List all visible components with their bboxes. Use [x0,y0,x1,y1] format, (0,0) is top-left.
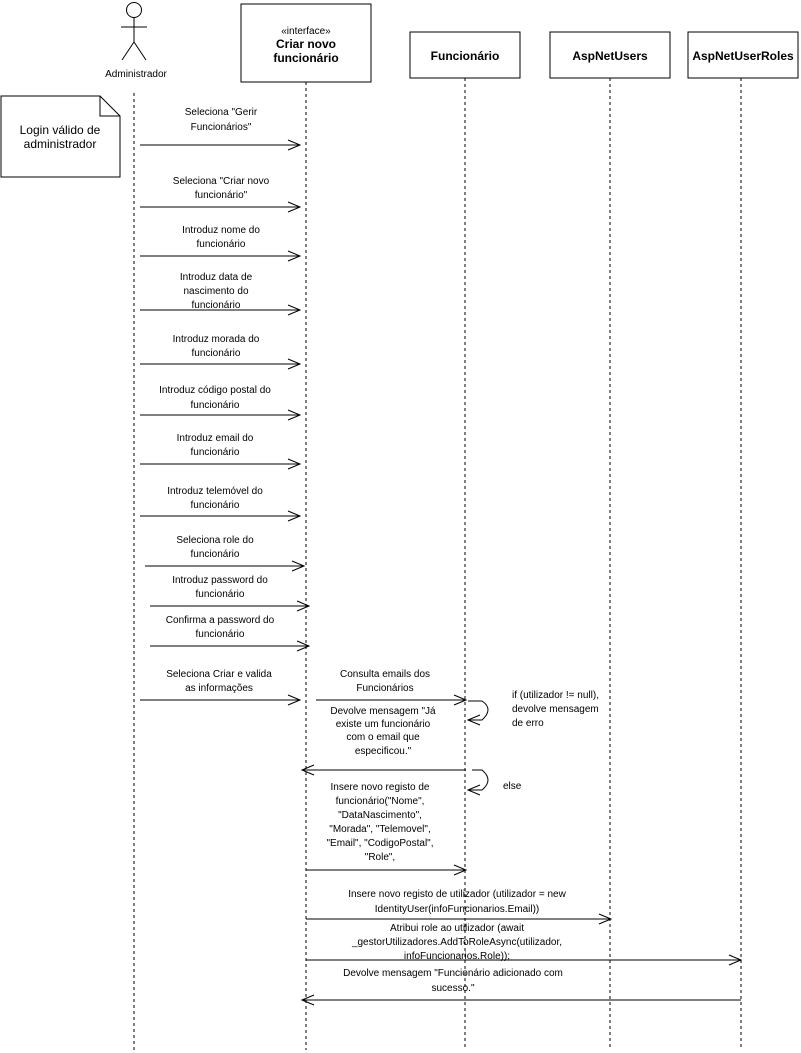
message-label: Seleciona "Criar novo [173,176,270,187]
condition-label: devolve mensagem [512,704,599,715]
message-label: Insere novo registo de utilizador (utili… [348,889,566,900]
message-label: Seleciona "Gerir [185,107,258,118]
message-label: Introduz email do [177,433,254,444]
message-label: as informações [185,683,253,694]
message-label: funcionário [197,239,246,250]
message-label: "Morada", "Telemovel", [329,824,430,835]
message-label: Introduz nome do [182,225,260,236]
message-label: "DataNascimento", [338,810,422,821]
note-text-line: administrador [24,137,97,151]
note-login: Login válido de administrador [0,95,121,178]
self-call-arrow [468,769,489,790]
note-text-line: Login válido de [20,123,101,137]
message-label: funcionário [196,589,245,600]
condition-label: else [503,781,522,792]
message-label: Devolve mensagem "Já [330,706,436,717]
message-label: funcionário [192,348,241,359]
message-label: Seleciona Criar e valida [166,669,272,680]
message-label: IdentityUser(infoFuncionarios.Email)) [375,904,540,915]
message-label: funcionário [192,300,241,311]
message-label: "Email", "CodigoPostal", [326,838,433,849]
condition-label: if (utilizador != null), [512,690,599,701]
funcionario-label: Funcionário [431,49,500,63]
stick-figure-icon [121,2,147,61]
condition-label: de erro [512,718,544,729]
lifeline-aspnetusers-box: AspNetUsers [549,31,671,79]
message-label: Introduz morada do [173,334,260,345]
interface-name-line: Criar novo [276,37,336,51]
message-label: Consulta emails dos [340,669,430,680]
lifeline-aspnetuserroles-box: AspNetUserRoles [687,31,799,79]
message-label: Seleciona role do [176,535,254,546]
message-label: Introduz password do [172,575,268,586]
message-label: _gestorUtilizadores.AddToRoleAsync(utili… [351,937,562,948]
actor-administrador: Administrador [105,2,168,80]
message-label: Funcionários" [191,122,252,133]
message-label: com o email que [346,732,420,743]
message-label: Introduz data de [180,272,253,283]
aspnetusers-label: AspNetUsers [572,49,648,63]
message-label: Introduz telemóvel do [167,486,263,497]
interface-stereotype: «interface» [281,26,331,37]
message-label: especificou." [355,746,412,757]
message-label: funcionário [191,549,240,560]
message-label: funcionário("Nome", [336,796,425,807]
message-label: sucesso." [431,983,474,994]
message-label: Funcionários [356,683,413,694]
message-label: funcionário [191,400,240,411]
aspnetuserroles-label: AspNetUserRoles [692,49,794,63]
message-label: nascimento do [183,286,248,297]
lifeline-interface-box: «interface» Criar novo funcionário [240,3,372,83]
message-label: infoFuncionarios.Role)); [404,951,510,962]
message-label: "Role", [365,852,395,863]
message-label: funcionário [196,629,245,640]
message-label: Insere novo registo de [331,782,430,793]
message-label: funcionário" [195,190,248,201]
self-call-arrow [468,700,489,720]
message-label: Devolve mensagem "Funcionário adicionado… [343,968,563,979]
actor-label: Administrador [105,69,167,80]
message-label: funcionário [191,500,240,511]
message-label: Introduz código postal do [159,385,271,396]
lifeline-funcionario-box: Funcionário [409,31,521,79]
message-label: Confirma a password do [166,615,275,626]
message-label: funcionário [191,447,240,458]
interface-name-line: funcionário [273,51,338,65]
message-label: Atribui role ao utilizador (await [390,923,524,934]
message-label: existe um funcionário [336,719,431,730]
